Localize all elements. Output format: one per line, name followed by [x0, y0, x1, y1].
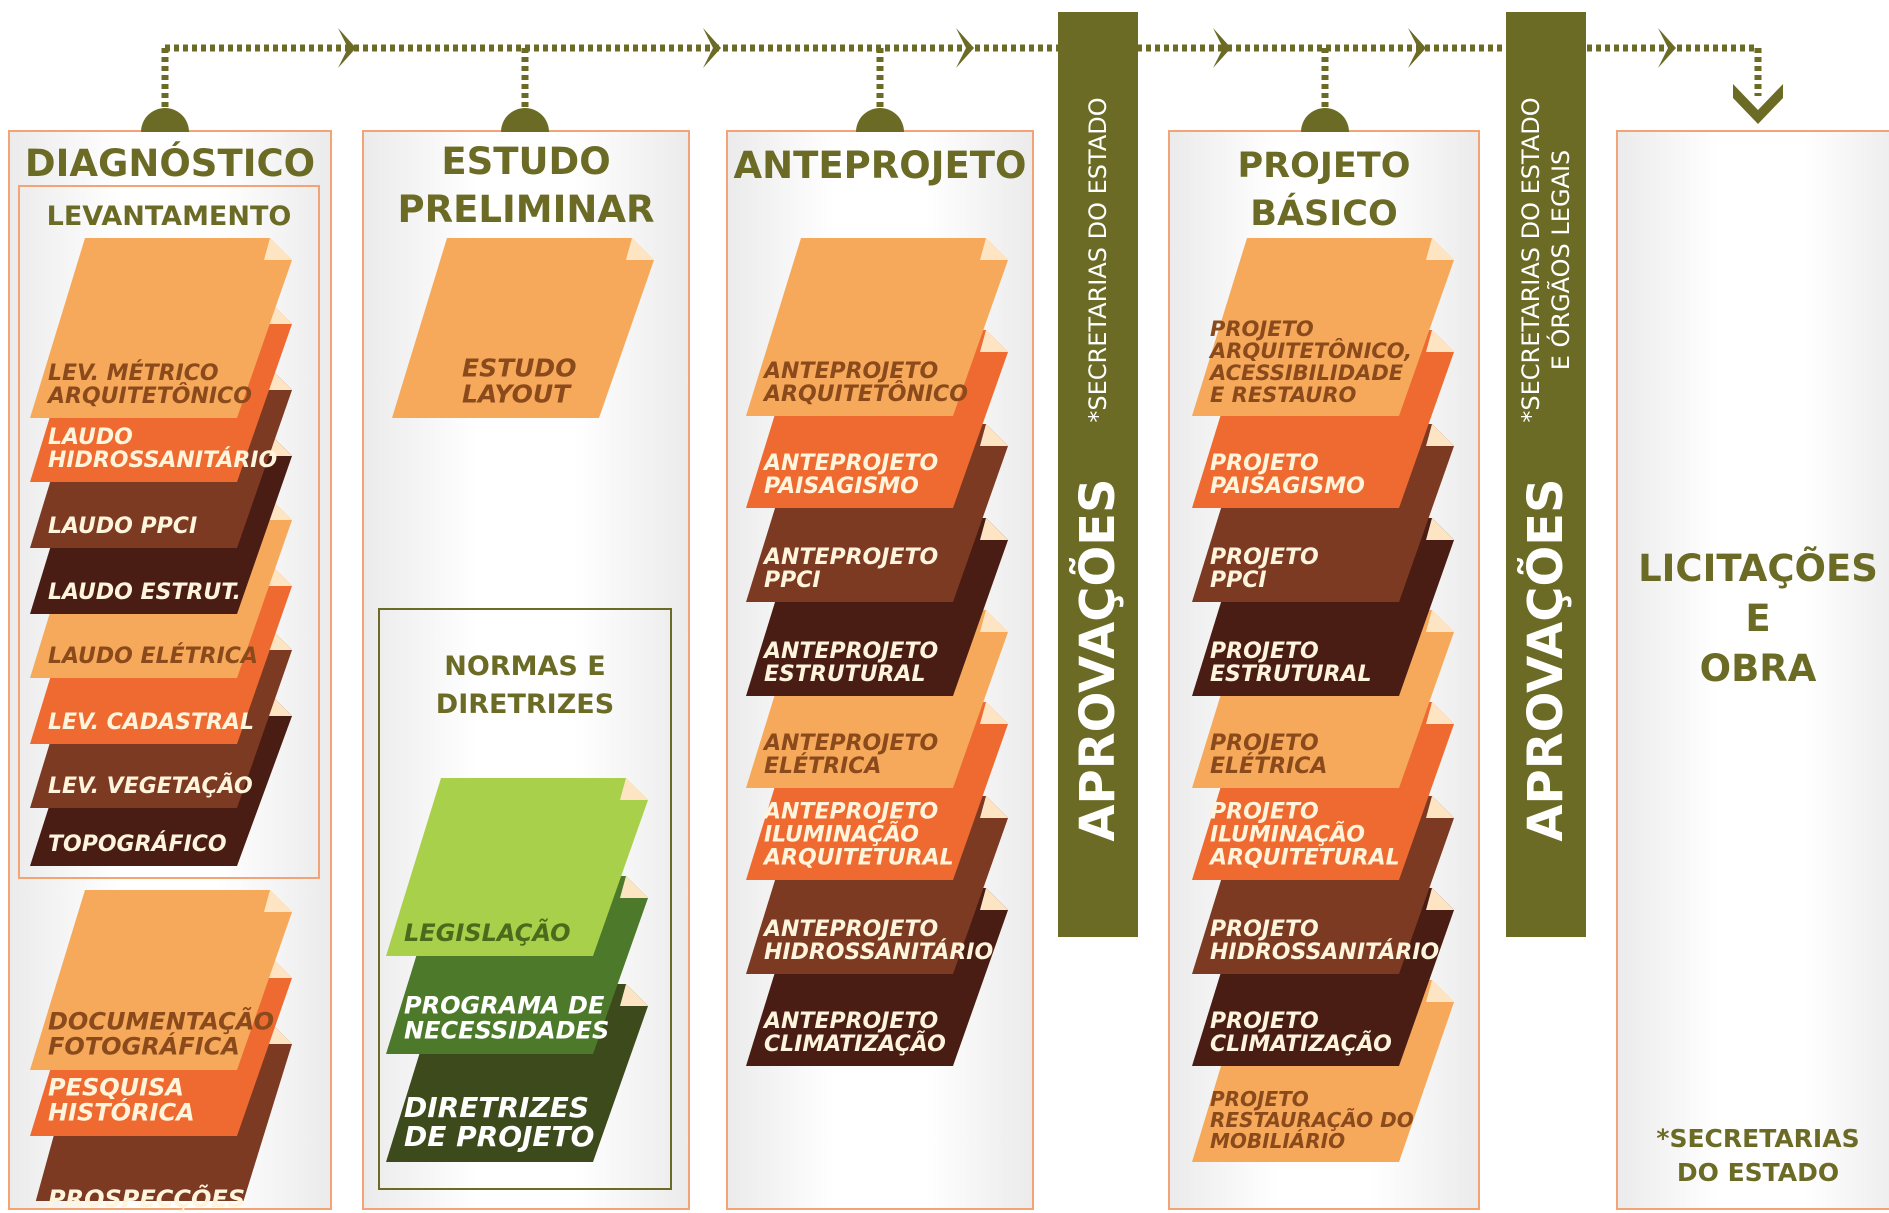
sheet-label: TOPOGRÁFICO — [48, 831, 227, 857]
sheet-fold — [1426, 238, 1454, 260]
flow-arrow-icon — [338, 28, 356, 68]
approval-label: APROVAÇÕES — [1518, 477, 1574, 842]
document-sheet — [386, 778, 648, 956]
sheet-fold — [1426, 518, 1454, 540]
sheet-fold — [1426, 888, 1454, 910]
column-title: PROJETO BÁSICO — [1237, 146, 1411, 234]
sheet-label: PROSPECÇÕES — [48, 1184, 246, 1213]
subgroup-title: LEVANTAMENTO — [46, 201, 292, 232]
sheet-body — [386, 778, 648, 956]
flow-arrow-icon — [1658, 28, 1676, 68]
flow-node-dome — [1301, 108, 1349, 132]
flow-line — [165, 44, 1762, 96]
sheet-body — [1192, 238, 1454, 416]
sheet-fold — [980, 424, 1008, 446]
sheet-body — [746, 238, 1008, 416]
subgroup-levantamento: LEVANTAMENTO — [18, 185, 320, 879]
flow-node-dome — [141, 108, 189, 132]
document-sheet — [392, 238, 654, 418]
sheet-fold — [626, 238, 654, 260]
sheet-body — [392, 238, 654, 418]
approval-note: *SECRETARIAS DO ESTADO — [1084, 96, 1112, 423]
sheet-body — [30, 238, 292, 418]
document-sheet — [746, 238, 1008, 416]
sheet-fold — [620, 876, 648, 898]
sheet-fold — [980, 888, 1008, 910]
document-sheet — [30, 238, 292, 418]
sheet-fold — [980, 330, 1008, 352]
sheet-fold — [980, 238, 1008, 260]
sheet-body — [30, 890, 292, 1070]
sheet-label: LAUDO PPCI — [48, 513, 198, 539]
sheet-fold — [1426, 330, 1454, 352]
flow-arrow-icon — [1213, 28, 1231, 68]
column-title: ANTEPROJETO — [733, 144, 1027, 187]
sheet-fold — [264, 238, 292, 260]
sheet-fold — [620, 778, 648, 800]
column-title: DIAGNÓSTICO — [24, 142, 316, 185]
sheet-fold — [1426, 424, 1454, 446]
sheet-fold — [980, 702, 1008, 724]
flow-arrow-icon — [703, 28, 721, 68]
sheet-fold — [980, 518, 1008, 540]
document-sheet — [1192, 238, 1454, 416]
sheet-fold — [620, 984, 648, 1006]
sheet-label: LAUDO ESTRUT. — [48, 579, 241, 605]
sheet-label: LEV. CADASTRAL — [48, 709, 254, 735]
sheet-label: LAUDO ELÉTRICA — [48, 643, 258, 669]
flow-node-dome — [856, 108, 904, 132]
sheet-label: LEGISLAÇÃO — [404, 918, 571, 947]
approval-label: APROVAÇÕES — [1070, 477, 1126, 842]
sheet-label: LEV. VEGETAÇÃO — [48, 773, 253, 799]
sheet-fold — [980, 610, 1008, 632]
sheet-fold — [1426, 980, 1454, 1002]
sheet-fold — [264, 890, 292, 912]
sheet-fold — [1426, 610, 1454, 632]
approval-band: APROVAÇÕES *SECRETARIAS DO ESTADO — [1058, 12, 1138, 937]
sheet-fold — [1426, 702, 1454, 724]
flow-node-dome — [501, 108, 549, 132]
flow-arrow-icon — [956, 28, 974, 68]
sheet-fold — [980, 796, 1008, 818]
sheet-fold — [1426, 796, 1454, 818]
flow-arrow-icon — [1408, 28, 1426, 68]
flow-down-arrow-icon — [1733, 84, 1783, 124]
document-sheet — [30, 890, 292, 1070]
